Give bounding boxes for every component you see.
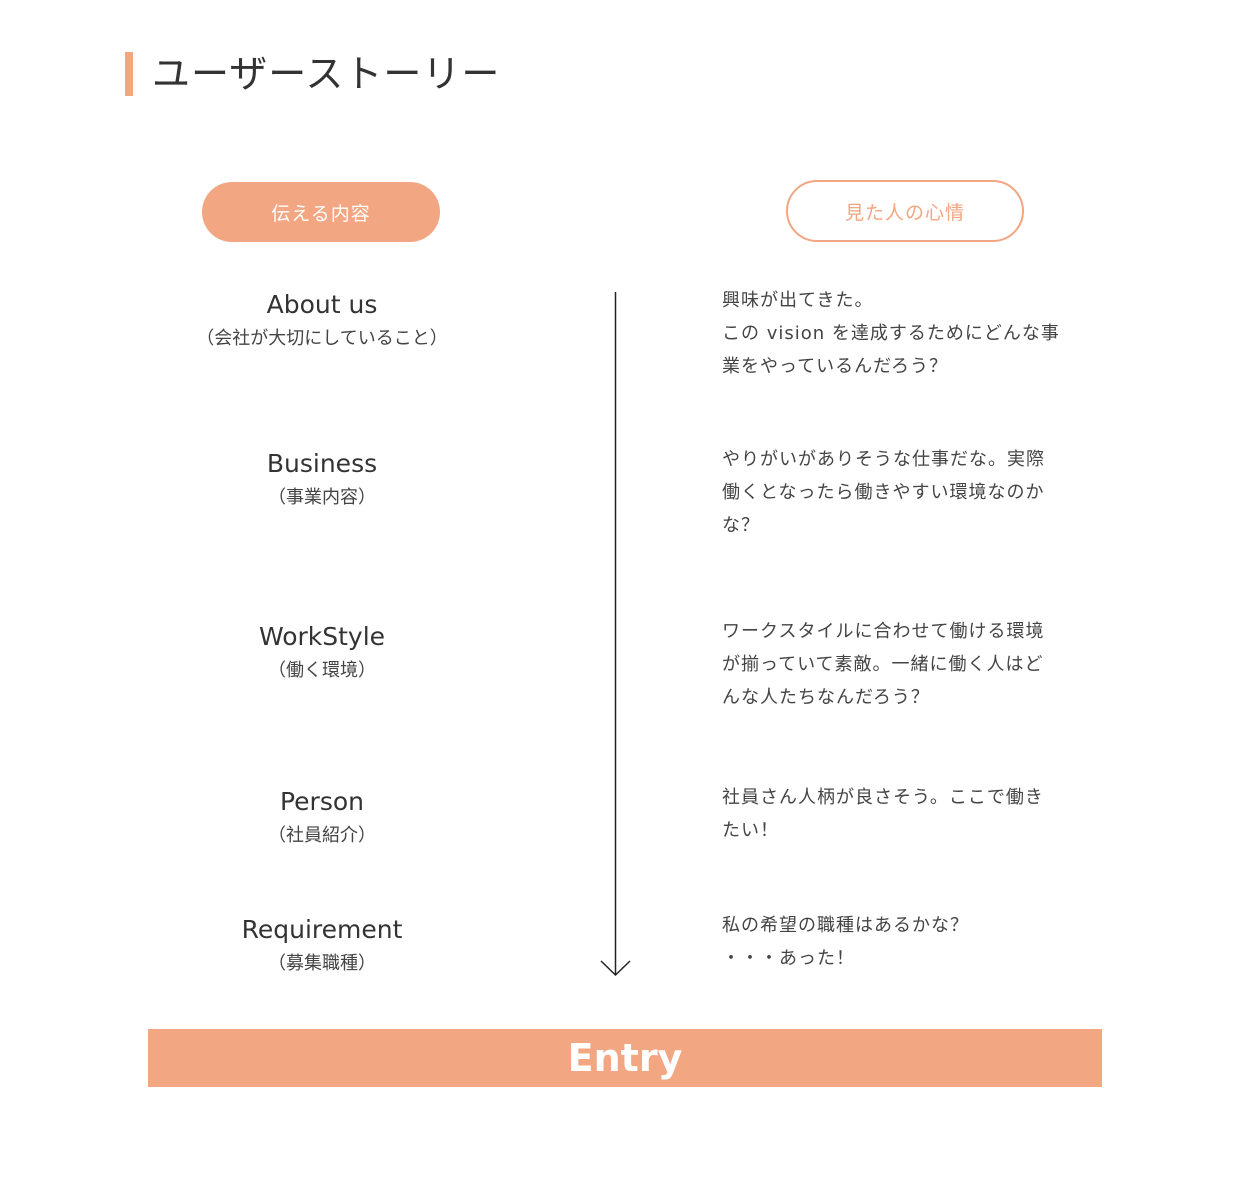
feeling-line: んな人たちなんだろう？ bbox=[722, 687, 930, 708]
section-heading: WorkStyle bbox=[258, 622, 386, 651]
feeling-line: 社員さん人柄が良さそう。ここで働き bbox=[722, 787, 1044, 808]
feeling-line: な？ bbox=[722, 515, 760, 536]
feeling-line: 私の希望の職種はあるかな？ bbox=[722, 915, 969, 936]
feeling-line: 興味が出てきた。 bbox=[722, 290, 874, 311]
section-subtitle: （社員紹介） bbox=[268, 825, 376, 846]
page-title: ユーザーストーリー bbox=[152, 52, 501, 96]
feeling-workstyle: ワークスタイルに合わせて働ける環境 が揃っていて素敵。一緒に働く人はど んな人た… bbox=[722, 615, 1044, 714]
section-heading: Requirement bbox=[241, 915, 403, 944]
feeling-line: 働くとなったら働きやすい環境なのか bbox=[722, 482, 1045, 503]
column-label-content: 伝える内容 bbox=[202, 182, 440, 242]
section-heading: Person bbox=[279, 787, 364, 816]
feeling-line: 業をやっているんだろう？ bbox=[722, 356, 949, 377]
column-label-feelings: 見た人の心情 bbox=[786, 180, 1024, 242]
section-business: Business （事業内容） bbox=[172, 448, 472, 512]
section-requirement: Requirement （募集職種） bbox=[172, 914, 472, 978]
feeling-line: ・・・あった！ bbox=[722, 948, 855, 969]
section-subtitle: （事業内容） bbox=[268, 487, 376, 508]
feeling-line: この vision を達成するためにどんな事 bbox=[722, 323, 1060, 344]
title-accent-bar bbox=[125, 52, 133, 96]
feeling-about-us: 興味が出てきた。 この vision を達成するためにどんな事 業をやっているん… bbox=[722, 284, 1060, 383]
section-heading: Business bbox=[266, 449, 378, 478]
section-heading: About us bbox=[266, 290, 378, 319]
section-about-us: About us （会社が大切にしていること） bbox=[172, 289, 472, 353]
feeling-line: が揃っていて素敵。一緒に働く人はど bbox=[722, 654, 1044, 675]
section-workstyle: WorkStyle （働く環境） bbox=[172, 621, 472, 685]
section-subtitle: （会社が大切にしていること） bbox=[196, 328, 448, 349]
section-subtitle: （働く環境） bbox=[268, 660, 376, 681]
feeling-line: ワークスタイルに合わせて働ける環境 bbox=[722, 621, 1045, 642]
entry-button[interactable]: Entry bbox=[148, 1029, 1102, 1087]
feeling-business: やりがいがありそうな仕事だな。実際 働くとなったら働きやすい環境なのか な？ bbox=[722, 443, 1045, 542]
arrowhead-down-icon bbox=[600, 960, 631, 977]
feeling-line: やりがいがありそうな仕事だな。実際 bbox=[722, 449, 1045, 470]
section-subtitle: （募集職種） bbox=[268, 953, 376, 974]
section-person: Person （社員紹介） bbox=[172, 786, 472, 850]
feeling-person: 社員さん人柄が良さそう。ここで働き たい！ bbox=[722, 781, 1044, 847]
feeling-requirement: 私の希望の職種はあるかな？ ・・・あった！ bbox=[722, 909, 969, 975]
feeling-line: たい！ bbox=[722, 820, 779, 841]
